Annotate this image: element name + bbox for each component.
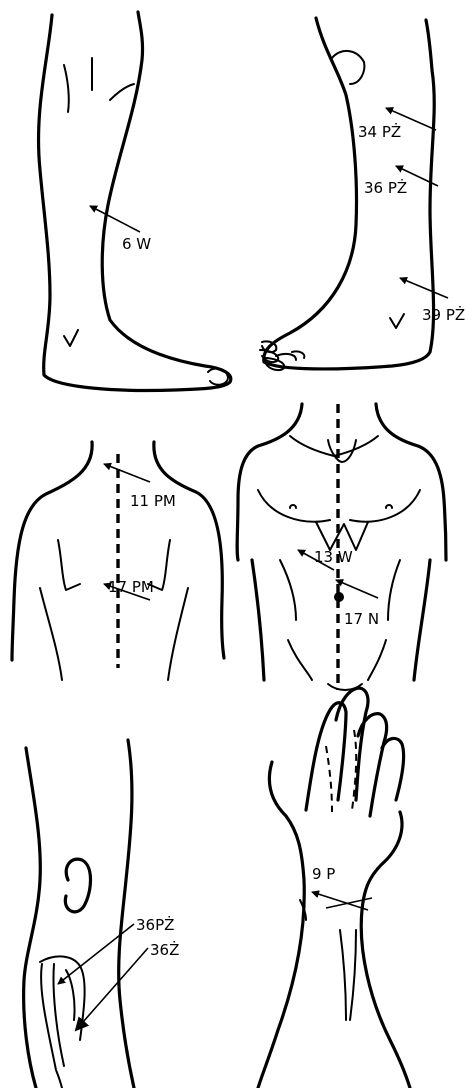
- point-label-17n: 17 N: [344, 610, 379, 628]
- pointer-11pm: [104, 464, 150, 482]
- point-label-34pz: 34 PŻ: [358, 122, 401, 141]
- point-label-39pz: 39 PŻ: [422, 305, 465, 324]
- front-torso-drawing: [237, 404, 446, 690]
- point-label-17pm: 17 PM: [108, 578, 154, 596]
- point-label-13w: 13 W: [314, 548, 353, 566]
- point-label-36pz-knee: 36PŻ: [136, 915, 174, 934]
- hand-drawing: [258, 688, 410, 1088]
- outer-leg-drawing: [260, 18, 434, 370]
- back-torso-drawing: [12, 442, 224, 680]
- pointer-36pz-knee: [58, 924, 134, 984]
- point-label-36pz: 36 PŻ: [364, 178, 407, 197]
- knee-drawing: [24, 740, 134, 1088]
- point-label-6w: 6 W: [122, 235, 151, 253]
- pointer-6w: [90, 206, 140, 232]
- point-label-9p: 9 P: [312, 865, 335, 883]
- point-label-11pm: 11 PM: [130, 492, 176, 510]
- point-label-36z: 36Ż: [150, 940, 179, 959]
- inner-leg-drawing: [39, 12, 231, 390]
- pointer-39pz: [400, 278, 448, 298]
